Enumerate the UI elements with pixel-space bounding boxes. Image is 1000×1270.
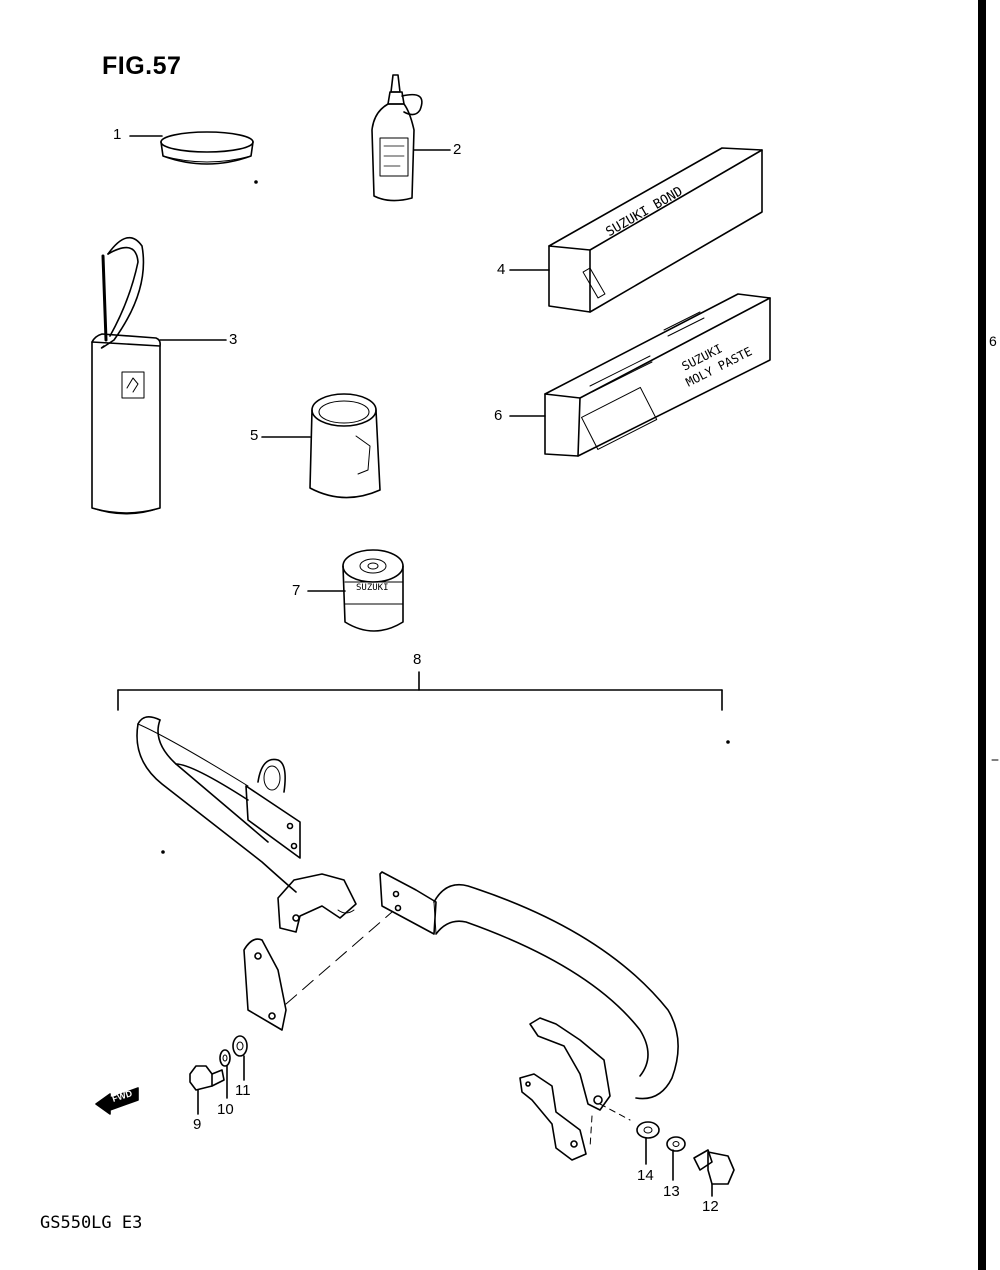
part-2-bottle (371, 74, 451, 202)
callout-5: 5 (250, 427, 259, 444)
callout-12: 12 (702, 1198, 719, 1215)
callout-14: 14 (637, 1167, 654, 1184)
callout-9: 9 (193, 1116, 202, 1133)
part-11-washer (232, 1035, 248, 1081)
callout-2: 2 (453, 141, 462, 158)
callout-1: 1 (113, 126, 122, 143)
page-edge-bar (978, 0, 986, 1270)
part-7-can (307, 549, 404, 632)
part-13-washer (666, 1136, 686, 1181)
callout-8: 8 (413, 651, 422, 668)
part-5-tin (261, 393, 381, 499)
part-9-bolt (189, 1065, 225, 1115)
callout-4: 4 (497, 261, 506, 278)
part-14-washer (636, 1121, 660, 1165)
part-3-oil-can (91, 236, 227, 515)
part-4-bond-box (509, 147, 763, 313)
part-8-engine-guard (136, 716, 730, 1161)
part-6-paste-box (509, 293, 771, 457)
figure-title: FIG.57 (102, 52, 182, 80)
model-code: GS550LG E3 (40, 1213, 143, 1233)
callout-3: 3 (229, 331, 238, 348)
callout-10: 10 (217, 1101, 234, 1118)
group-bracket-8 (117, 671, 723, 711)
part-10-washer (219, 1049, 231, 1099)
fwd-arrow-icon (95, 1087, 139, 1115)
callout-11: 11 (235, 1082, 251, 1099)
callout-7: 7 (292, 582, 301, 599)
part-12-bolt (693, 1149, 735, 1197)
side-page-mark: 6 (989, 333, 997, 349)
callout-6: 6 (494, 407, 503, 424)
callout-13: 13 (663, 1183, 680, 1200)
can-7-label: SUZUKI (356, 583, 389, 593)
part-1-cap (129, 131, 258, 184)
